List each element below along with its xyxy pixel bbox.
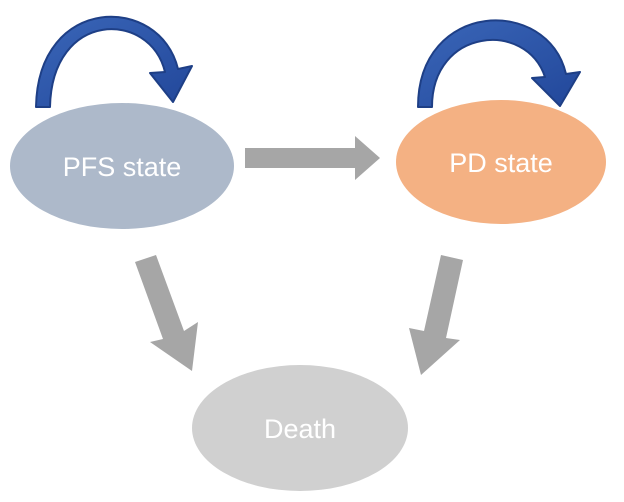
state-label-pfs: PFS state	[63, 152, 182, 182]
self-loop-arrow-pd	[417, 19, 581, 108]
state-ellipse-death	[192, 365, 408, 491]
self-loop-arrow-pfs	[35, 15, 193, 108]
state-ellipse-pd	[396, 100, 606, 224]
state-node-pd: PD state	[396, 100, 606, 224]
state-node-pfs: PFS state	[10, 103, 234, 229]
state-ellipse-pfs	[10, 103, 234, 229]
state-label-pd: PD state	[449, 148, 553, 178]
arrow-pfs-to-pd	[245, 136, 380, 180]
state-node-death: Death	[192, 365, 408, 491]
state-label-death: Death	[264, 414, 336, 444]
arrow-pfs-to-death	[135, 255, 198, 371]
arrow-pd-to-death	[409, 255, 463, 375]
